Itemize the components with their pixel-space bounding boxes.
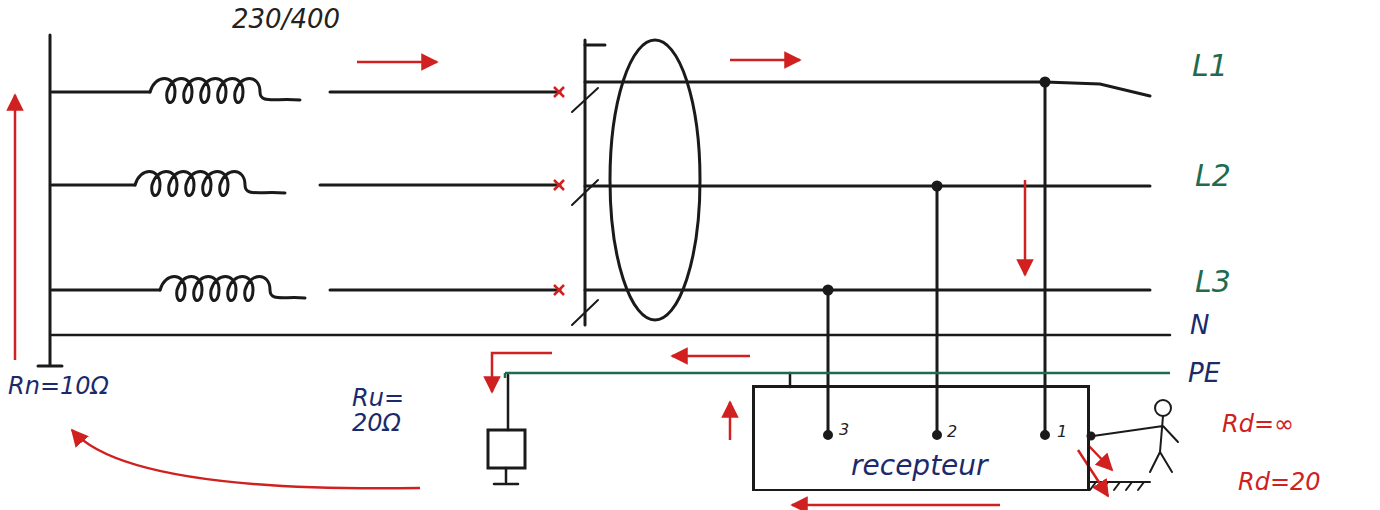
diagram-label: L2 <box>1195 160 1231 192</box>
diagram-label: N <box>1190 312 1209 339</box>
node-title: recepteur <box>851 452 988 480</box>
terminal-number: 3 <box>839 422 849 438</box>
diagram-label: Rd=∞ <box>1222 412 1294 437</box>
diagram-label: 230/400 <box>232 6 340 33</box>
source-bar <box>49 35 52 365</box>
diagram-label: PE <box>1188 360 1220 387</box>
diagram-label: L1 <box>1192 50 1228 82</box>
earth-symbol <box>38 365 62 368</box>
diagram-label: Rd=20 <box>1238 470 1321 495</box>
person-figure <box>1155 400 1171 416</box>
terminal-number: 1 <box>1057 424 1067 440</box>
transformer-coil <box>150 79 300 103</box>
receiver-box: 3 2 1 recepteur <box>752 385 1090 491</box>
earth-electrode <box>488 430 525 468</box>
neutral-line <box>52 334 1170 337</box>
transformer-coil <box>135 172 285 196</box>
diagram-label: L3 <box>1195 266 1231 298</box>
diagram-label: Rn=10Ω <box>8 374 109 399</box>
pe-line <box>505 372 1170 375</box>
transformer-coil <box>160 277 305 301</box>
current-arrow <box>15 60 1112 505</box>
diagram-label: Ru= 20Ω <box>352 386 424 436</box>
terminal-number: 2 <box>947 424 957 440</box>
